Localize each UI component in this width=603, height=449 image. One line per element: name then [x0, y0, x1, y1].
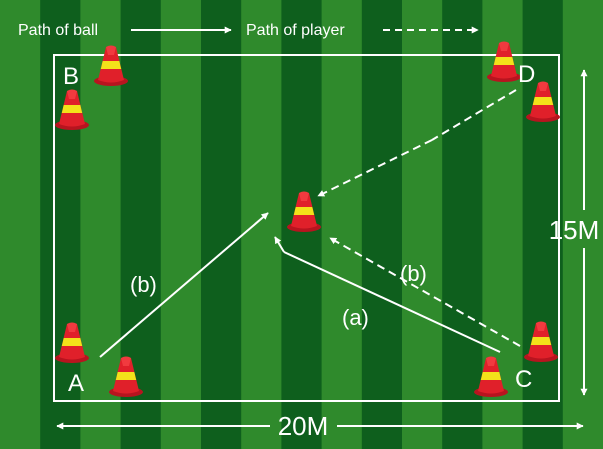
cone-label-a: A [68, 370, 84, 397]
cone-label-d: D [518, 61, 535, 88]
path-label-a: (a) [342, 305, 369, 330]
grass-stripe [0, 0, 41, 449]
grass-stripe [522, 0, 564, 449]
grass-stripe [160, 0, 202, 449]
grass-stripe [241, 0, 282, 449]
legend-player-label: Path of player [246, 22, 345, 39]
player-paths [317, 89, 521, 347]
grass-stripe [321, 0, 363, 449]
ball-paths [99, 212, 501, 358]
ball-path-c-to-center [283, 251, 501, 353]
dimensions: 20M 15M [56, 69, 600, 441]
player-path-d1 [431, 89, 517, 141]
cone-label-c: C [515, 366, 532, 393]
path-labels: (b) (b) (a) [130, 261, 427, 330]
player-path-d2 [317, 139, 433, 197]
width-label: 20M [278, 411, 329, 441]
grass-stripe [201, 0, 242, 449]
grass-stripe [40, 0, 81, 449]
height-label: 15M [549, 215, 600, 245]
field-boundary [53, 54, 560, 402]
ball-path-a-to-center [99, 212, 269, 358]
cone-labels: B D A C [63, 61, 535, 397]
legend-ball-label: Path of ball [18, 22, 98, 39]
path-label-b-right: (b) [400, 261, 427, 286]
player-path-c-to-center [329, 237, 521, 347]
ball-path-hook [274, 236, 285, 253]
grass-stripe [402, 0, 443, 449]
legend: Path of ball Path of player [18, 22, 479, 39]
cone-label-b: B [63, 63, 79, 90]
path-label-b-left: (b) [130, 272, 157, 297]
grass-stripe [442, 0, 483, 449]
grass-stripe [361, 0, 403, 449]
